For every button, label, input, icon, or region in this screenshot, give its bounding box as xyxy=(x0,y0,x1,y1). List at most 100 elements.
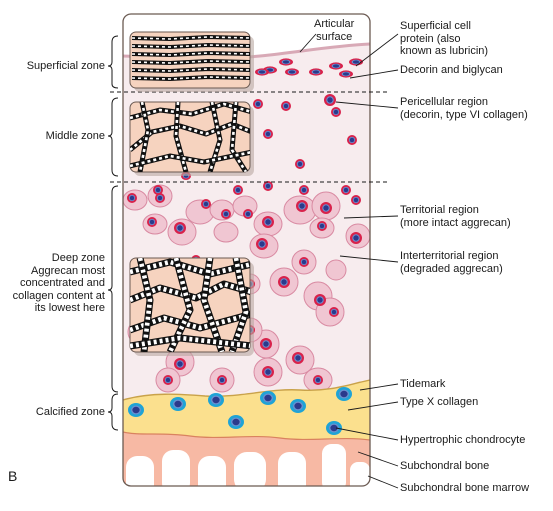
zone-label-superficial: Superficial zone xyxy=(26,60,105,72)
zone-label-deep-line-1: Deep zone xyxy=(51,252,105,264)
superficial-cell xyxy=(309,68,323,76)
hypertrophic-chondrocyte xyxy=(170,397,186,411)
marrow-space xyxy=(162,450,190,486)
hypertrophic-chondrocyte xyxy=(326,421,342,435)
marrow-space xyxy=(126,456,154,486)
chondrocyte xyxy=(163,375,173,385)
chondrocyte xyxy=(313,375,323,385)
ann-peri-line-2: (decorin, type VI collagen) xyxy=(400,108,528,121)
chondrocyte xyxy=(127,193,137,203)
inset-deep-collagen xyxy=(129,257,254,356)
chondrocyte xyxy=(155,193,165,203)
ann-scp-line-2: protein (also xyxy=(400,32,461,45)
territorial-region xyxy=(325,259,347,281)
collagen-fiber xyxy=(130,258,250,278)
chondrocyte xyxy=(351,195,361,205)
chondrocyte xyxy=(295,159,305,169)
chondrocyte xyxy=(320,202,332,214)
zone-label-deep-line-5: its lowest here xyxy=(34,302,105,314)
ann-scp-line-1: Superficial cell xyxy=(400,20,471,32)
annotation-type-x: Type X collagen xyxy=(400,396,479,408)
chondrocyte xyxy=(174,222,186,234)
chondrocyte xyxy=(221,209,231,219)
marrow-space xyxy=(322,444,346,486)
annotation-decorin: Decorin and biglycan xyxy=(400,64,503,76)
tissue-panel xyxy=(123,14,370,486)
chondrocyte xyxy=(260,338,272,350)
hypertrophic-chondrocyte xyxy=(208,393,224,407)
chondrocytes xyxy=(127,94,362,385)
ann-inter-line-1: Interterritorial region xyxy=(400,250,499,262)
annotation-tidemark: Tidemark xyxy=(400,378,446,390)
chondrocyte xyxy=(147,217,157,227)
chondrocyte xyxy=(233,185,243,195)
zone-label-calcified: Calcified zone xyxy=(35,406,105,418)
chondrocyte xyxy=(278,276,290,288)
marrow-space xyxy=(198,456,226,486)
collagen-fiber xyxy=(131,59,250,65)
territorial-region xyxy=(213,221,239,243)
zone-label-deep-line-4: collagen content at xyxy=(12,289,105,302)
hypertrophic-chondrocyte xyxy=(128,403,144,417)
collagen-fiber xyxy=(130,149,250,169)
marrow-space xyxy=(234,452,266,486)
chondrocyte xyxy=(153,185,163,195)
collagen-fiber xyxy=(228,258,250,352)
chondrocyte xyxy=(281,101,291,111)
collagen-fiber xyxy=(200,258,226,352)
collagen-fiber xyxy=(136,258,154,352)
superficial-cell xyxy=(285,68,299,76)
chondrocyte xyxy=(314,294,326,306)
chondrocyte xyxy=(292,352,304,364)
superficial-cells xyxy=(255,58,363,78)
annotation-interterritorial: Interterritorial region (degraded aggrec… xyxy=(400,250,503,275)
collagen-fiber xyxy=(130,334,250,350)
chondrocyte xyxy=(243,209,253,219)
chondrocyte xyxy=(201,199,211,209)
chondrocyte xyxy=(263,181,273,191)
collagen-fiber xyxy=(131,67,250,73)
annotation-subchondral-bone: Subchondral bone xyxy=(400,460,490,472)
annotation-marrow: Subchondral bone marrow xyxy=(400,482,530,494)
superficial-cell xyxy=(255,68,269,76)
chondrocyte xyxy=(317,221,327,231)
chondrocyte xyxy=(296,200,308,212)
collagen-fiber xyxy=(229,102,249,172)
ann-terr-line-2: (more intact aggrecan) xyxy=(400,216,511,229)
inset-superficial-collagen xyxy=(129,31,254,92)
chondrocyte xyxy=(263,129,273,139)
chondrocyte xyxy=(253,99,263,109)
figure-letter: B xyxy=(8,468,18,484)
chondrocyte xyxy=(341,185,351,195)
ann-peri-line-1: Pericellular region xyxy=(400,96,489,108)
chondrocyte xyxy=(262,366,274,378)
ann-scp-line-3: known as lubricin) xyxy=(400,45,489,57)
articular-surface-label: Articular surface xyxy=(314,18,354,43)
marrow-space xyxy=(278,452,306,486)
zone-brackets xyxy=(107,35,119,431)
ann-inter-line-2: (degraded aggrecan) xyxy=(400,262,503,275)
collagen-fiber xyxy=(137,102,151,172)
collagen-fiber xyxy=(131,51,250,57)
chondrocyte xyxy=(331,107,341,117)
chondrocyte xyxy=(217,375,227,385)
superficial-cell xyxy=(339,70,353,78)
chondrocyte xyxy=(299,185,309,195)
chondrocyte xyxy=(174,358,186,370)
articular-line-1: Articular xyxy=(314,18,355,30)
collagen-fiber xyxy=(131,43,250,49)
chondrocyte xyxy=(262,216,274,228)
chondrocyte xyxy=(350,232,362,244)
annotation-superficial-cell-protein: Superficial cell protein (also known as … xyxy=(400,20,488,58)
hypertrophic-chondrocyte xyxy=(290,399,306,413)
collagen-fiber xyxy=(131,35,250,41)
inset-middle-collagen xyxy=(129,101,254,176)
hypertrophic-cells xyxy=(128,387,352,435)
annotation-hypertrophic: Hypertrophic chondrocyte xyxy=(400,434,526,446)
hypertrophic-chondrocyte xyxy=(336,387,352,401)
chondrocyte xyxy=(256,238,268,250)
articular-line-2: surface xyxy=(316,30,353,43)
tidemark-line xyxy=(123,379,370,401)
annotation-pericellular: Pericellular region (decorin, type VI co… xyxy=(400,96,528,121)
